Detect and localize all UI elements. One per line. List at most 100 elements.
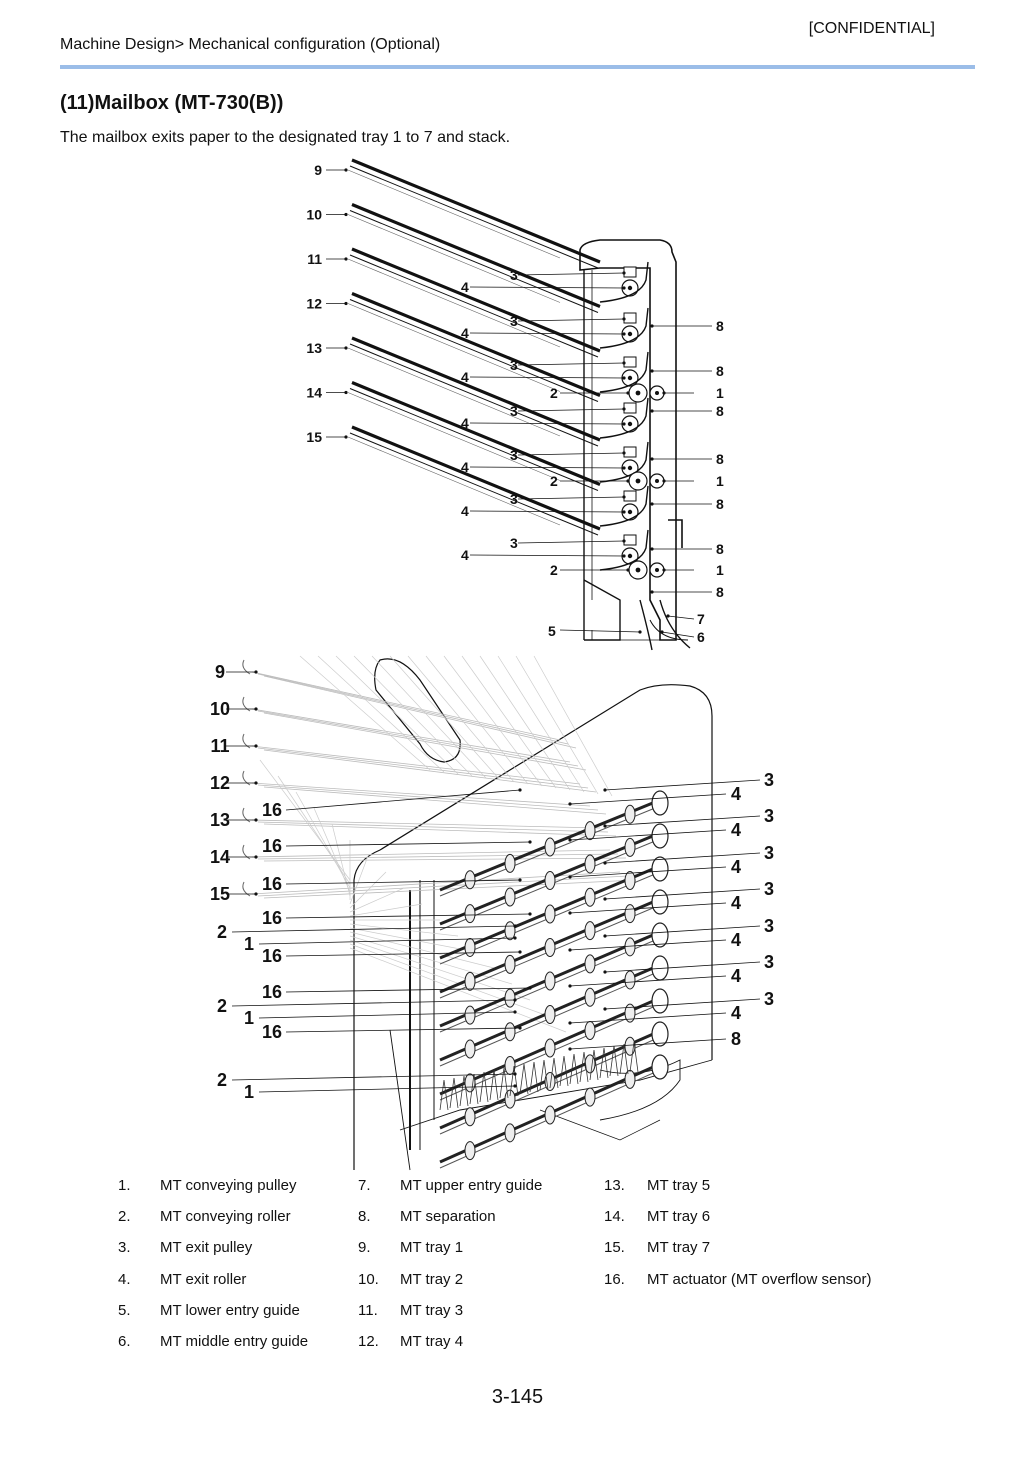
legend-number: 13. [604,1177,625,1194]
top-tray-label: 12 [306,296,322,312]
bottom-tray-label: 12 [210,773,230,793]
top-separation-label: 8 [716,584,724,600]
bottom-conveying-roller-label: 2 [217,996,227,1016]
roller-shaft [439,988,669,1101]
legend-text: MT tray 1 [400,1239,464,1257]
bottom-roller-shafts [439,790,669,1169]
top-tray-label: 15 [306,429,322,445]
bottom-tray-label: 10 [210,699,230,719]
legend-number: 15. [604,1239,625,1257]
exit-roller-pair [599,307,649,349]
bottom-conveying-pulley-label: 1 [244,1008,254,1028]
bottom-exit-pulley-label: 3 [764,806,774,826]
bottom-separation-label: 8 [731,1029,741,1049]
top-separation-label: 8 [716,363,724,379]
top-separation-label: 8 [716,403,724,419]
bottom-conveying-roller-label: 2 [217,1070,227,1090]
legend-number: 9. [358,1239,371,1257]
bottom-exit-roller-label: 4 [731,893,741,913]
top-conveying-pulley-label: 1 [716,385,724,401]
bottom-conveying-roller-label: 2 [217,922,227,942]
bottom-figure [353,658,713,1171]
legend-number: 8. [358,1208,371,1226]
top-upper-entry-guide-label: 7 [697,611,705,627]
bottom-exit-roller-label: 4 [731,966,741,986]
bottom-tray-label: 13 [210,810,230,830]
tray-6 [347,381,601,491]
legend-text: MT tray 7 [647,1239,711,1257]
tray-1 [242,659,577,749]
top-middle-entry-guide-label: 6 [697,629,705,645]
top-tray-label: 9 [314,162,322,178]
legend-number: 12. [358,1333,379,1350]
bottom-trays [242,655,637,1033]
top-exit-pulley-label: 3 [510,447,518,463]
confidential-label: [CONFIDENTIAL] [808,20,935,37]
conveying-roller-pair [628,560,665,580]
legend-text: MT conveying pulley [160,1177,297,1194]
bottom-labels: 9101112131415161616161616162121213434343… [210,662,774,1102]
tray-4 [242,770,607,815]
top-conveying-pulley-label: 1 [716,473,724,489]
legend-number: 3. [118,1239,131,1257]
legend-text: MT exit pulley [160,1239,253,1257]
tray-2 [347,203,601,313]
top-exit-roller-label: 4 [461,459,469,475]
legend-text: MT upper entry guide [400,1177,543,1194]
top-exit-roller-label: 4 [461,547,469,563]
legend-number: 11. [358,1301,378,1319]
top-tray-label: 14 [306,385,322,401]
top-separation-label: 8 [716,451,724,467]
legend-number: 1. [118,1177,131,1194]
top-separation-label: 8 [716,541,724,557]
top-exit-roller-label: 4 [461,279,469,295]
top-rollers [599,261,665,580]
top-conveying-roller-label: 2 [550,385,558,401]
top-exit-roller-label: 4 [461,369,469,385]
roller-shaft [439,790,669,897]
legend-text: MT exit roller [160,1270,247,1288]
top-labels: 9101112131415343434343434342228818818818… [306,162,724,645]
tray-7 [347,425,601,536]
bottom-actuator-label: 16 [262,1022,282,1042]
bottom-actuator-label: 16 [262,800,282,820]
bottom-exit-roller-label: 4 [731,857,741,877]
tray-5 [242,807,617,837]
legend-text: MT separation [400,1208,496,1226]
bottom-tray-label: 15 [210,884,230,904]
page-number: 3-145 [491,1386,544,1408]
breadcrumb: Machine Design> Mechanical configuration… [60,36,441,53]
bottom-tray-label: 9 [215,662,225,682]
legend-text: MT actuator (MT overflow sensor) [647,1270,872,1288]
legend-number: 4. [118,1270,131,1288]
legend-text: MT tray 4 [400,1333,464,1350]
bottom-exit-roller-label: 4 [731,1003,741,1023]
bottom-exit-pulley-label: 3 [764,952,774,972]
bottom-actuator-label: 16 [262,874,282,894]
top-conveying-roller-label: 2 [550,562,558,578]
legend-text: MT tray 6 [647,1208,711,1226]
top-conveying-roller-label: 2 [550,473,558,489]
bottom-actuator-label: 16 [262,836,282,856]
legend-text: MT lower entry guide [160,1301,300,1319]
bottom-tray-label: 14 [210,847,230,867]
bottom-actuator-label: 16 [262,982,282,1002]
tray-4 [347,292,601,402]
tray-1 [347,158,601,269]
header-rule [60,65,975,69]
legend-number: 6. [118,1333,131,1350]
section-intro: The mailbox exits paper to the designate… [60,129,511,146]
bottom-actuator-label: 16 [262,908,282,928]
top-exit-roller-label: 4 [461,325,469,341]
bottom-exit-roller-label: 4 [731,784,741,804]
top-exit-pulley-label: 3 [510,313,518,329]
top-exit-roller-label: 4 [461,503,469,519]
top-trays [347,158,601,536]
roller-shaft [439,823,669,931]
top-exit-pulley-label: 3 [510,491,518,507]
top-tray-label: 13 [306,340,322,356]
top-exit-pulley-label: 3 [510,403,518,419]
tray-5 [347,336,601,447]
